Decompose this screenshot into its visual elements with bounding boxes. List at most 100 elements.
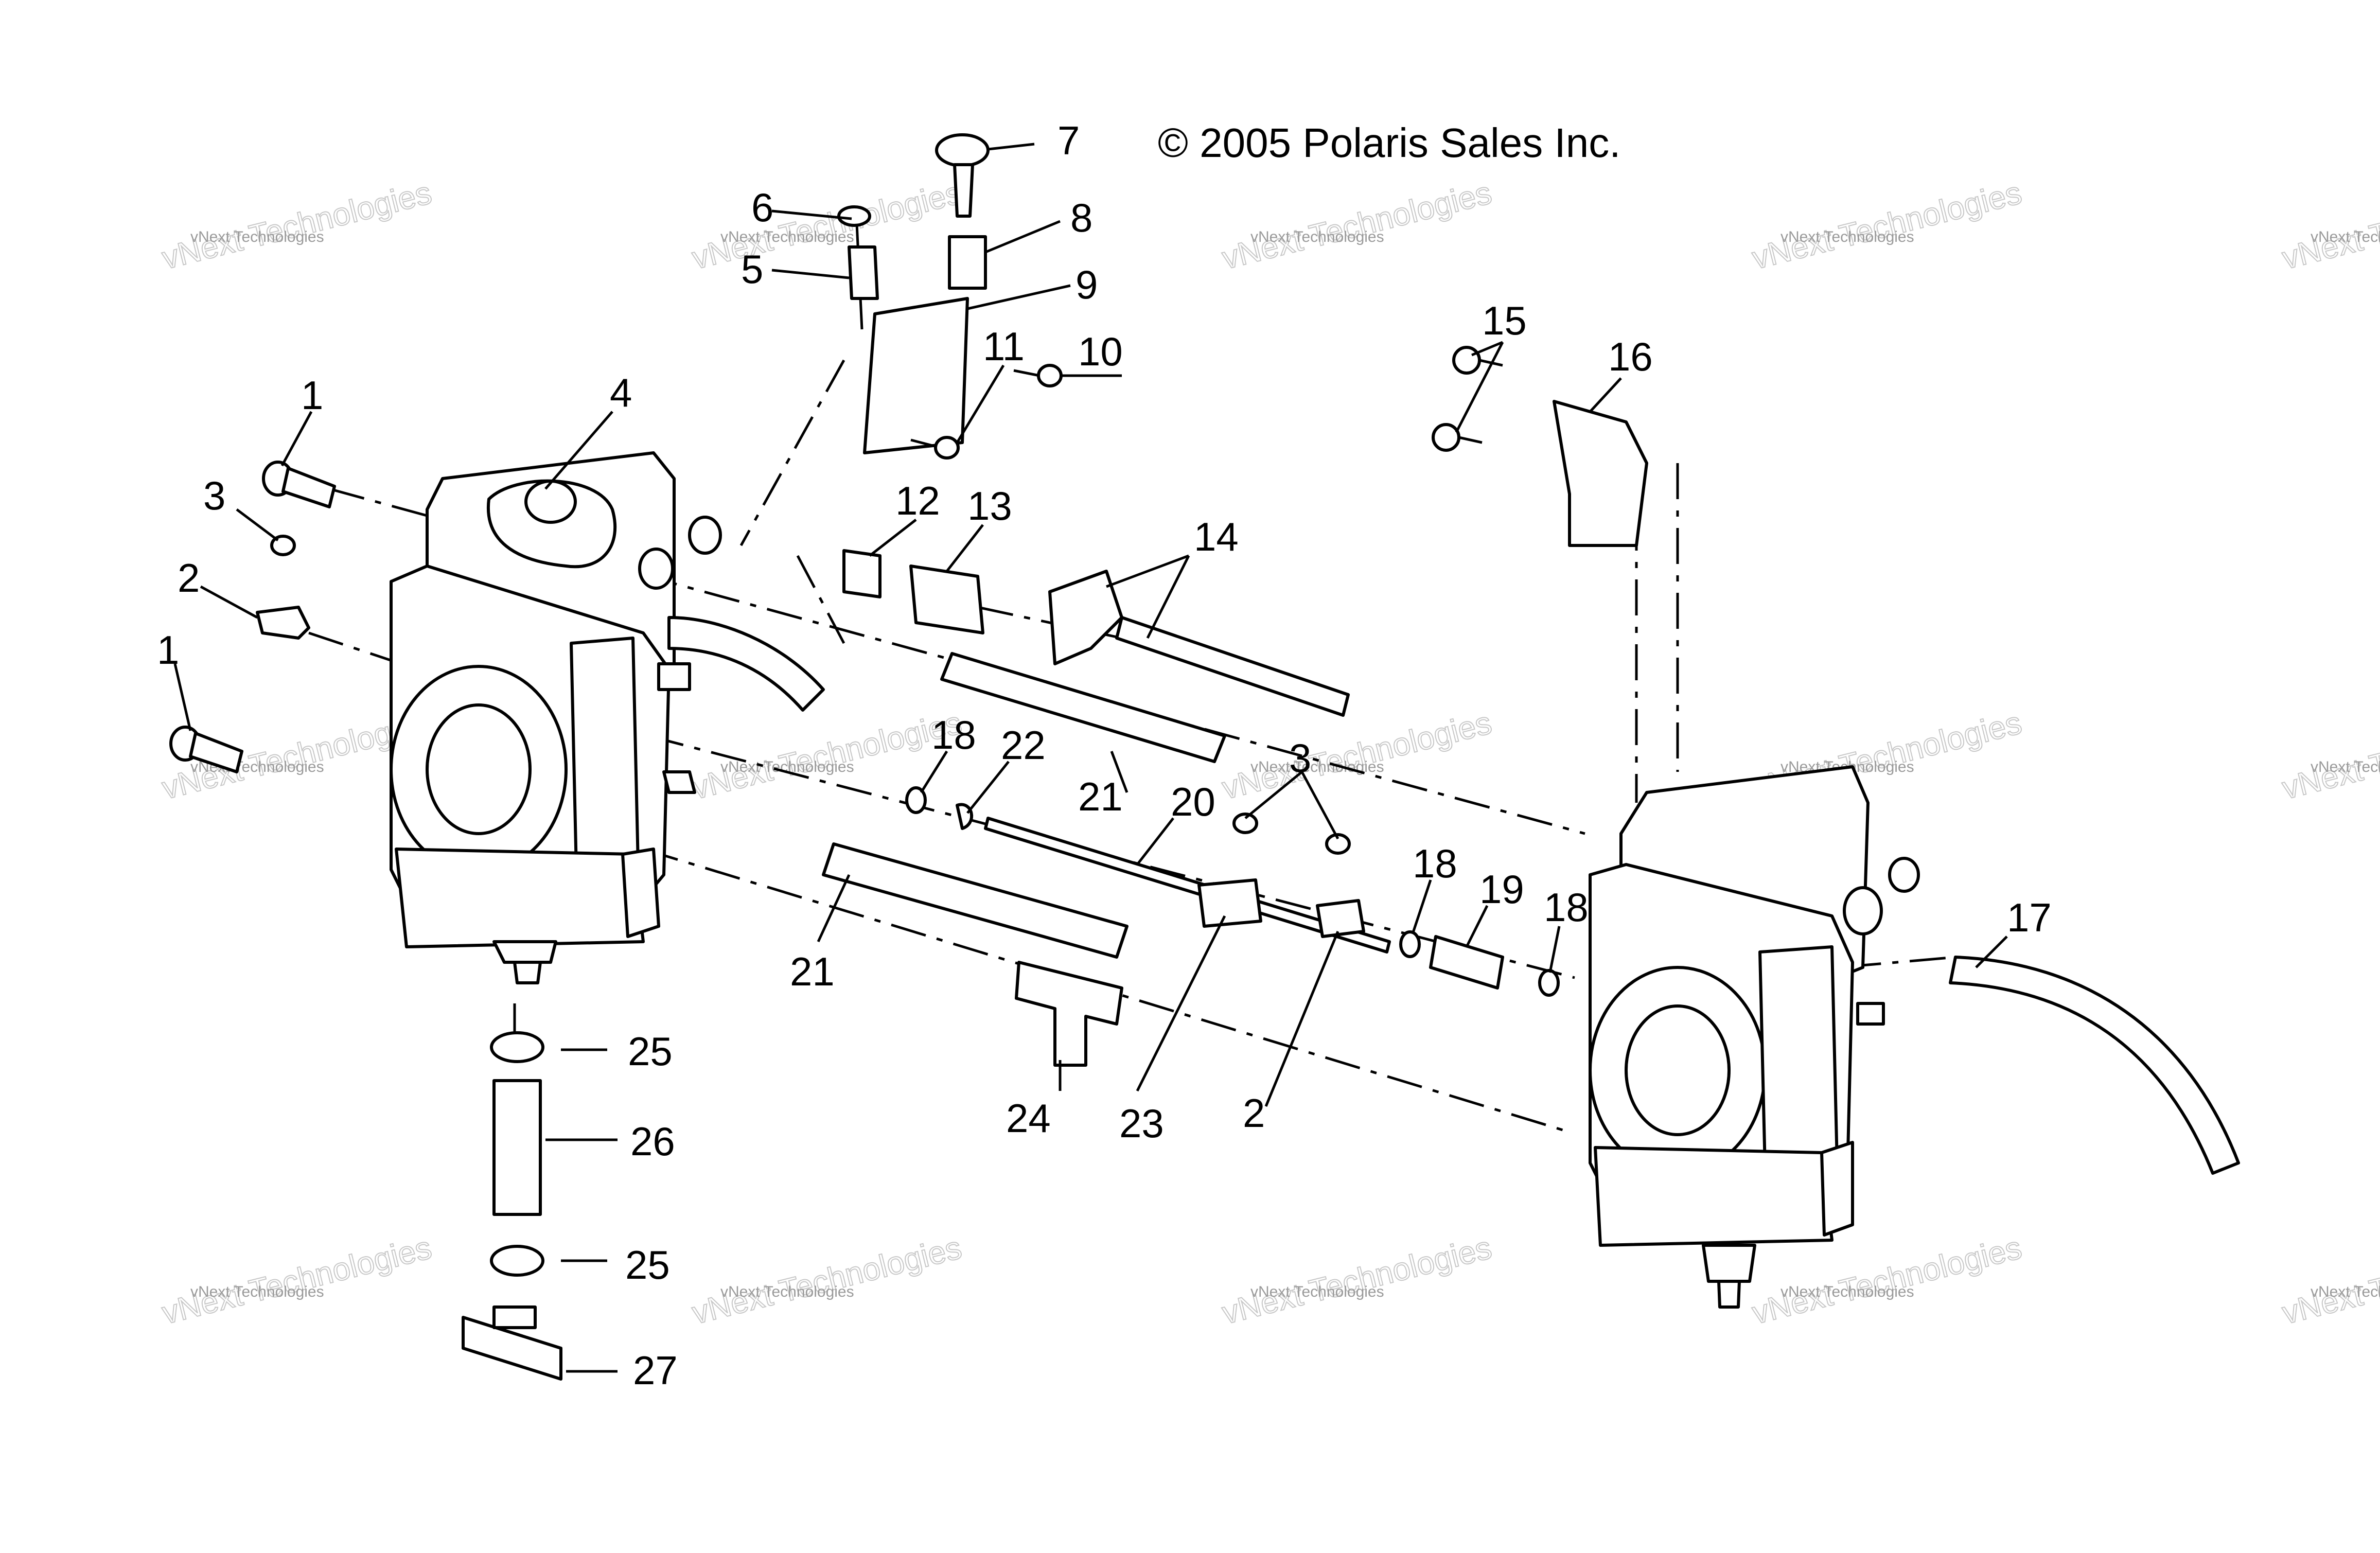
callout-25-bottom: 25 [625,1242,670,1287]
part-lever-14 [1048,570,1350,717]
callout-1-bottom: 1 [157,627,179,673]
watermark-large-text: vNext Technologies [1219,705,1495,806]
watermark-large-text: vNext Technologies [1749,1230,2025,1331]
watermark-small-text: vNext Technologies [1250,1283,1384,1300]
callout-26: 26 [630,1119,675,1164]
watermark-large-text: vNext Technologies [1749,175,2025,276]
part-tee-27 [462,1305,562,1381]
watermark-small-text: vNext Technologies [1250,228,1384,245]
part-spring-8 [948,235,987,290]
part-spring-5 [848,245,879,300]
part-spring-12 [842,549,882,598]
watermark-large-text: vNext Technologies [2279,705,2380,806]
callout-25-top: 25 [628,1029,673,1074]
callout-11: 11 [983,324,1025,369]
callout-21-upper: 21 [1078,774,1123,819]
part-tee-24 [1015,961,1123,1067]
callout-21-lower: 21 [790,949,835,994]
callout-23: 23 [1119,1101,1164,1146]
part-clamp-25-bottom [490,1245,544,1277]
part-bracket-2-right [1316,899,1365,938]
callout-16: 16 [1608,334,1653,379]
callout-19: 19 [1479,867,1524,912]
watermark-small-text: vNext Technologies [1780,1283,1914,1300]
watermark-small-text: vNext Technologies [190,1283,324,1300]
watermark-large-text: vNext Technologies [158,175,435,276]
callout-22: 22 [1001,722,1046,768]
part-washer-18-b [1399,930,1421,958]
watermark-large-text: vNext Technologies [158,1230,435,1331]
watermark-large-text: vNext Technologies [1219,175,1495,276]
callout-3-left: 3 [203,473,225,518]
callout-6: 6 [751,185,773,230]
part-screw-1-bottom [169,726,243,773]
part-hose-17 [1949,956,2240,1175]
part-clamp-25-top [490,1031,544,1063]
watermark-small-text: vNext Technologies [2311,758,2380,775]
callout-20: 20 [1171,779,1215,824]
part-spring-19 [1429,935,1504,990]
part-bracket-16 [1553,400,1648,547]
callout-8: 8 [1070,195,1092,240]
callout-4: 4 [610,370,632,415]
callout-14: 14 [1194,514,1239,559]
part-hose-left [667,616,825,712]
callout-24: 24 [1006,1096,1051,1141]
watermark-large-text: vNext Technologies [2279,1230,2380,1331]
watermark-small-text: vNext Technologies [720,1283,854,1300]
callout-17: 17 [2007,895,2052,940]
watermark-small-text: vNext Technologies [2311,228,2380,245]
copyright-notice: © 2005 Polaris Sales Inc. [1158,120,1620,166]
callout-18-b: 18 [1413,841,1457,886]
part-bracket-23 [1197,878,1262,928]
part-washer-18-c [1538,969,1560,997]
callout-18-a: 18 [931,712,976,757]
part-washer-18-a [905,786,927,814]
part-screws-3-right [1232,813,1351,855]
callout-13: 13 [967,483,1012,528]
part-sleeve-13 [909,564,984,634]
callout-1-top: 1 [301,373,323,418]
watermark-large-text: vNext Technologies [689,1230,965,1331]
part-screw-1-top [262,461,336,508]
left-carburetor [390,451,722,984]
part-tube-21-lower [822,842,1129,959]
watermark-small-text: vNext Technologies [1780,228,1914,245]
callout-12: 12 [895,478,940,523]
watermark-small-text: vNext Technologies [2311,1283,2380,1300]
watermark-large-text: vNext Technologies [689,175,965,276]
watermark-large-text: vNext Technologies [1219,1230,1495,1331]
callout-27: 27 [633,1348,678,1393]
callout-7: 7 [1057,118,1080,163]
part-tube-21-upper [940,652,1226,763]
part-bracket-9 [863,297,969,454]
watermark-small-text: vNext Technologies [190,228,324,245]
part-cap-7 [935,133,990,218]
callout-18-c: 18 [1544,885,1589,930]
right-carburetor [1589,765,1920,1309]
watermark-small-text: vNext Technologies [720,228,854,245]
watermark-large-text: vNext Technologies [2279,175,2380,276]
callout-10: 10 [1078,329,1123,374]
callout-15: 15 [1482,298,1527,343]
callout-2-right: 2 [1243,1090,1265,1136]
callout-3-right: 3 [1289,735,1311,781]
part-clip-22 [956,803,973,830]
callout-labels: 1 1 2 2 3 3 4 5 6 7 8 9 10 11 12 13 14 1… [157,118,2052,1393]
callout-5: 5 [741,246,763,292]
part-bracket-2-left [256,606,310,640]
callout-2-left: 2 [178,555,200,601]
